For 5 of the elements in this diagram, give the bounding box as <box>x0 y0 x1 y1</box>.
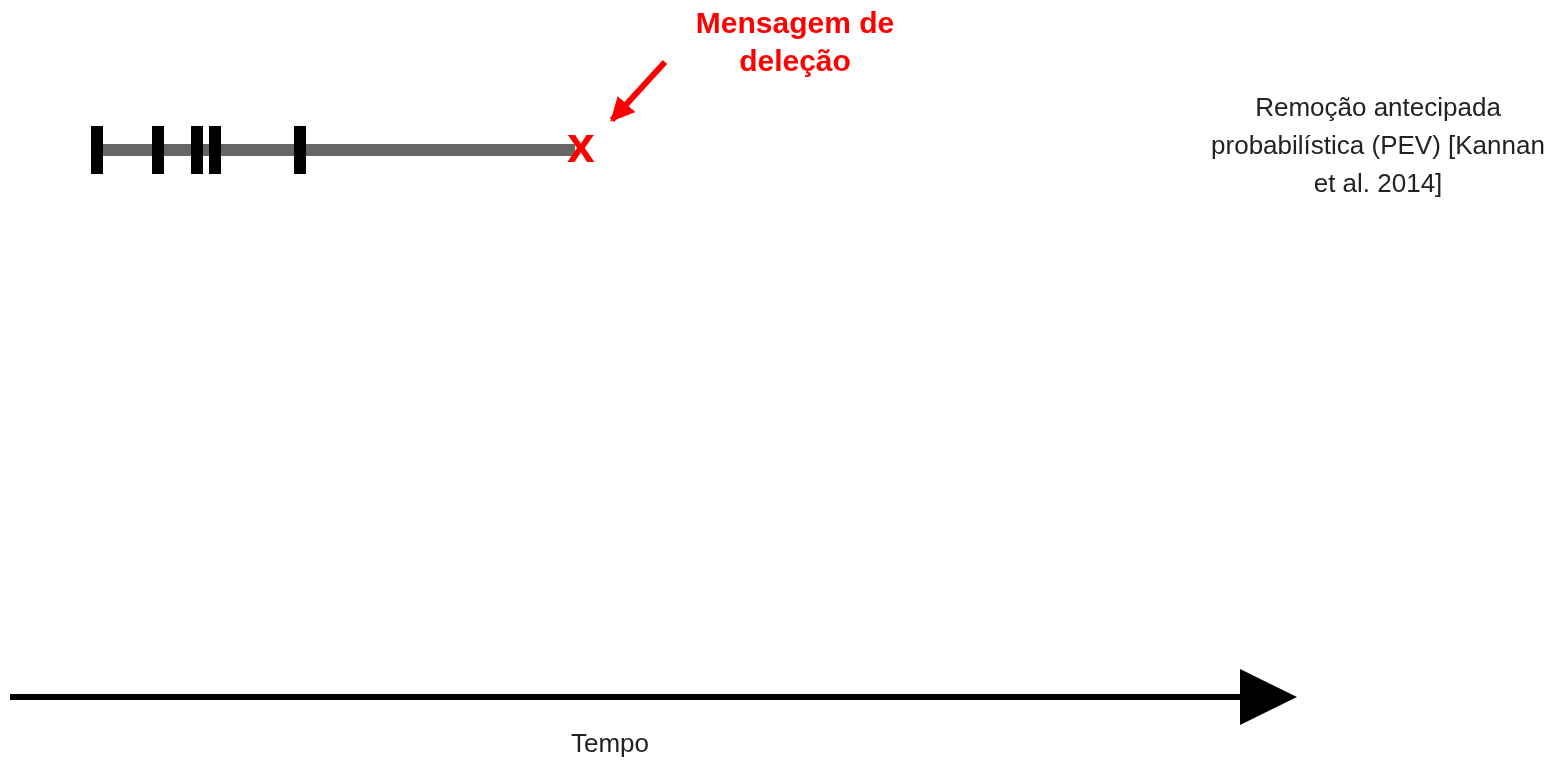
cross-mark: x <box>560 122 602 172</box>
arrow <box>609 59 668 123</box>
axis-label: Tempo <box>569 727 650 760</box>
callout-text: Mensagem de deleção <box>660 4 930 80</box>
annotation-text: Remoção antecipada probabilística (PEV) [Kannan et al. 2014] <box>1210 91 1546 200</box>
